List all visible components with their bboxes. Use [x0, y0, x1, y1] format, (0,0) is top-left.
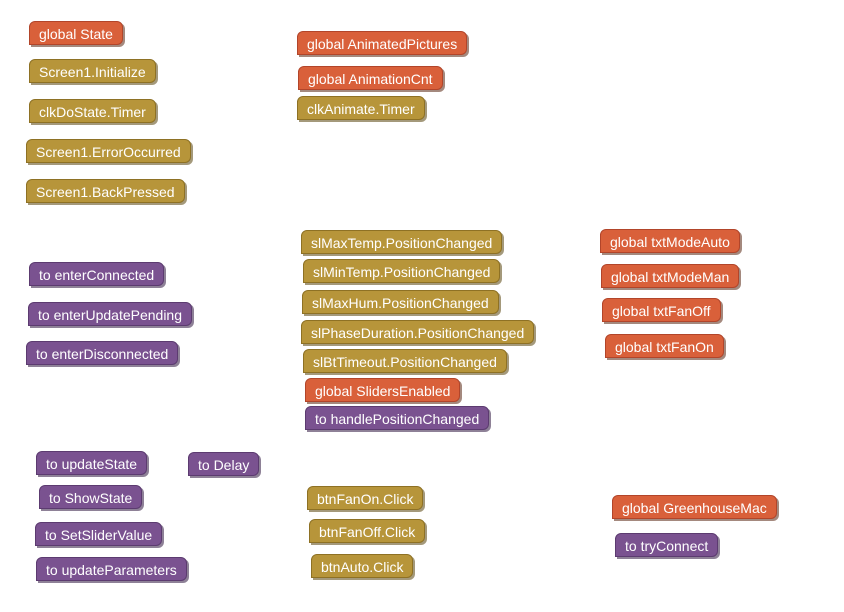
slmaxhum-positionchanged-block[interactable]: slMaxHum.PositionChanged — [302, 290, 499, 314]
global-sliders-enabled-block[interactable]: global SlidersEnabled — [305, 378, 461, 402]
show-state-procedure-block[interactable]: to ShowState — [39, 485, 143, 509]
clkdostate-timer-block[interactable]: clkDoState.Timer — [29, 99, 156, 123]
try-connect-procedure-block[interactable]: to tryConnect — [615, 533, 719, 557]
global-txt-fan-off-block[interactable]: global txtFanOff — [602, 298, 721, 322]
update-parameters-procedure-block[interactable]: to updateParameters — [36, 557, 187, 581]
btnfanon-click-block[interactable]: btnFanOn.Click — [307, 486, 424, 510]
update-state-procedure-block[interactable]: to updateState — [36, 451, 148, 475]
btnfanoff-click-block[interactable]: btnFanOff.Click — [309, 519, 426, 543]
slmaxtemp-positionchanged-block[interactable]: slMaxTemp.PositionChanged — [301, 230, 503, 254]
global-state-block[interactable]: global State — [29, 21, 123, 45]
set-slider-value-procedure-block[interactable]: to SetSliderValue — [35, 522, 163, 546]
global-animation-cnt-block[interactable]: global AnimationCnt — [298, 66, 443, 90]
screen1-erroroccurred-block[interactable]: Screen1.ErrorOccurred — [26, 139, 191, 163]
global-txt-mode-auto-block[interactable]: global txtModeAuto — [600, 229, 740, 253]
screen1-initialize-block[interactable]: Screen1.Initialize — [29, 59, 156, 83]
clkanimate-timer-block[interactable]: clkAnimate.Timer — [297, 96, 425, 120]
slphaseduration-positionchanged-block[interactable]: slPhaseDuration.PositionChanged — [301, 320, 535, 344]
handle-position-changed-procedure-block[interactable]: to handlePositionChanged — [305, 406, 490, 430]
btnauto-click-block[interactable]: btnAuto.Click — [311, 554, 414, 578]
global-txt-mode-man-block[interactable]: global txtModeMan — [601, 264, 740, 288]
global-txt-fan-on-block[interactable]: global txtFanOn — [605, 334, 724, 358]
slmintemp-positionchanged-block[interactable]: slMinTemp.PositionChanged — [303, 259, 501, 283]
delay-procedure-block[interactable]: to Delay — [188, 452, 260, 476]
enter-disconnected-procedure-block[interactable]: to enterDisconnected — [26, 341, 179, 365]
slbttimeout-positionchanged-block[interactable]: slBtTimeout.PositionChanged — [303, 349, 507, 373]
enter-update-pending-procedure-block[interactable]: to enterUpdatePending — [28, 302, 192, 326]
enter-connected-procedure-block[interactable]: to enterConnected — [29, 262, 165, 286]
global-animated-pictures-block[interactable]: global AnimatedPictures — [297, 31, 468, 55]
screen1-backpressed-block[interactable]: Screen1.BackPressed — [26, 179, 185, 203]
global-greenhouse-mac-block[interactable]: global GreenhouseMac — [612, 495, 777, 519]
